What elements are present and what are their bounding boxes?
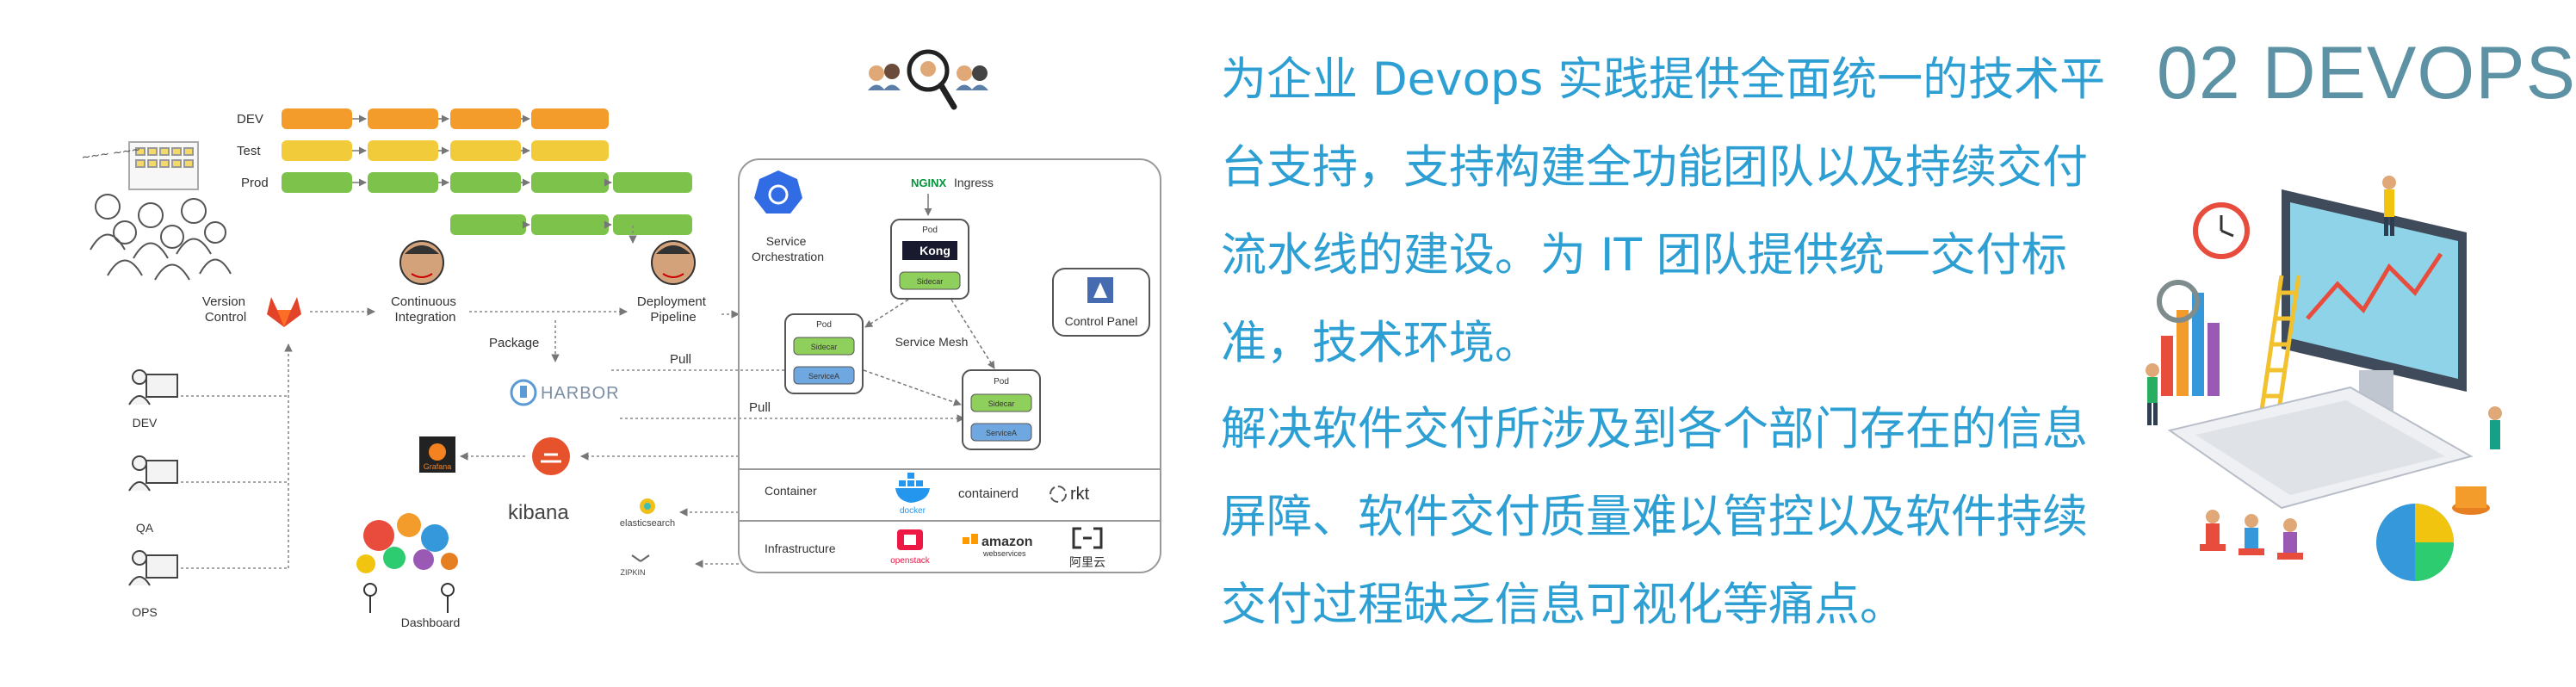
people-search-icon [868, 49, 988, 110]
gitlab-icon [267, 297, 301, 327]
harbor-label: HARBOR [541, 384, 620, 403]
aliyun-icon [1072, 527, 1103, 549]
wall-clock-icon [2193, 202, 2250, 259]
pull-label-2: Pull [749, 400, 771, 415]
pipeline-env-dev: DEV [237, 112, 263, 127]
coffee-cup-icon [2452, 486, 2490, 515]
analytics-illustration [2146, 176, 2502, 581]
bar-chart-stand-icon [2157, 280, 2220, 396]
pod-a-sidecar [793, 337, 855, 356]
role-dev-icon [128, 369, 178, 405]
dashboard-label: Dashboard [401, 616, 461, 629]
pie-chart-icon [2376, 504, 2454, 581]
role-ops-icon [128, 550, 178, 586]
pod-b-service [970, 423, 1032, 442]
infrastructure-layer-label: Infrastructure [765, 542, 836, 555]
openstack-icon [897, 529, 923, 550]
team-sketch-image [90, 141, 232, 281]
deployment-pipeline-label: Deployment Pipeline [637, 294, 709, 325]
kong-sidecar-label: Sidecar [917, 277, 944, 286]
pod-b-sidecar [970, 393, 1032, 412]
pod-b-sidecar-label: Sidecar [988, 399, 1015, 408]
docker-label: docker [900, 506, 926, 516]
aws-icon [963, 534, 978, 544]
pipeline-env-test: Test [237, 144, 261, 158]
zipkin-label: ZIPKIN [620, 568, 645, 577]
service-mesh-label: Service Mesh [895, 335, 969, 349]
kibana-label: kibana [508, 501, 569, 524]
so-line1: Service [766, 234, 807, 248]
jenkins-ci-icon [399, 240, 444, 285]
aliyun-label: 阿里云 [1069, 556, 1105, 570]
keyboard-icon [2167, 386, 2474, 510]
pipeline-env-prod: Prod [241, 176, 269, 190]
grafana-label: Grafana [424, 462, 452, 471]
package-label: Package [489, 336, 539, 350]
role-dev-label: DEV [133, 416, 158, 430]
chairs-icon [2200, 544, 2303, 560]
role-qa-icon [128, 455, 178, 492]
people-figures-icon [2146, 176, 2502, 554]
so-line2: Orchestration [752, 250, 824, 263]
pod-kong-label: Pod [922, 226, 938, 235]
zipkin-icon [631, 554, 650, 562]
ci-line2: Integration [395, 310, 456, 325]
openstack-label: openstack [890, 556, 931, 566]
role-ops-label: OPS [132, 605, 158, 619]
docker-icon [895, 473, 930, 503]
dp-line2: Pipeline [650, 310, 696, 325]
nginx-label: NGINX [911, 176, 947, 189]
jenkins-deploy-icon [651, 240, 696, 285]
version-control-line1: Version [202, 294, 245, 309]
role-qa-label: QA [136, 521, 154, 535]
version-control-line2: Control [205, 310, 246, 325]
pipeline-prod-row [282, 172, 692, 235]
dp-line1: Deployment [637, 294, 707, 309]
version-control-label: Version Control [202, 294, 249, 325]
grafana-icon [419, 436, 455, 473]
pod-a-label: Pod [816, 320, 832, 330]
prometheus-icon [532, 437, 570, 475]
pipeline-dev-row [282, 108, 609, 129]
rkt-label: rkt [1070, 485, 1090, 504]
pod-a-service [793, 366, 855, 385]
continuous-integration-label: Continuous Integration [391, 294, 460, 325]
containerd-label: containerd [958, 486, 1019, 501]
amazon-sub-label: webservices [982, 549, 1026, 558]
ingress-label: Ingress [954, 176, 994, 189]
harbor-icon [510, 379, 537, 406]
monitor-icon [2282, 189, 2467, 413]
kong-label: Kong [920, 244, 951, 257]
control-panel-label: Control Panel [1065, 314, 1138, 328]
platform-box [738, 158, 1161, 573]
description-paragraph-1: 为企业 Devops 实践提供全面统一的技术平台支持，支持构建全功能团队以及持续… [1221, 53, 2106, 369]
pod-a-sidecar-label: Sidecar [811, 343, 838, 351]
pull-label-1: Pull [670, 352, 691, 367]
description-paragraph-2: 解决软件交付所涉及到各个部门存在的信息屏障、软件交付质量难以管控以及软件持续交付… [1221, 403, 2088, 631]
kubernetes-icon [754, 170, 802, 214]
elasticsearch-icon [640, 498, 655, 514]
elasticsearch-label: elasticsearch [620, 518, 675, 529]
devops-architecture-diagram: ~~~ ~~~ DEV Test Prod V [81, 49, 1161, 629]
ci-line1: Continuous [391, 294, 456, 309]
rkt-icon [1050, 486, 1067, 503]
container-layer-label: Container [765, 484, 817, 498]
pod-a-service-label: ServiceA [808, 372, 839, 381]
section-title: 02 DEVOPS [2157, 32, 2576, 114]
amazon-label: amazon [981, 535, 1033, 549]
kong-sidecar [899, 271, 961, 290]
pipeline-test-row [282, 140, 609, 161]
control-panel-icon [1087, 277, 1113, 303]
ladder-icon [2257, 275, 2301, 423]
service-orchestration-label: Service Orchestration [752, 234, 824, 263]
pod-b-label: Pod [994, 377, 1009, 387]
kong-badge [902, 241, 957, 260]
pod-b-service-label: ServiceA [986, 429, 1017, 437]
dashboard-gears-image [356, 513, 458, 613]
